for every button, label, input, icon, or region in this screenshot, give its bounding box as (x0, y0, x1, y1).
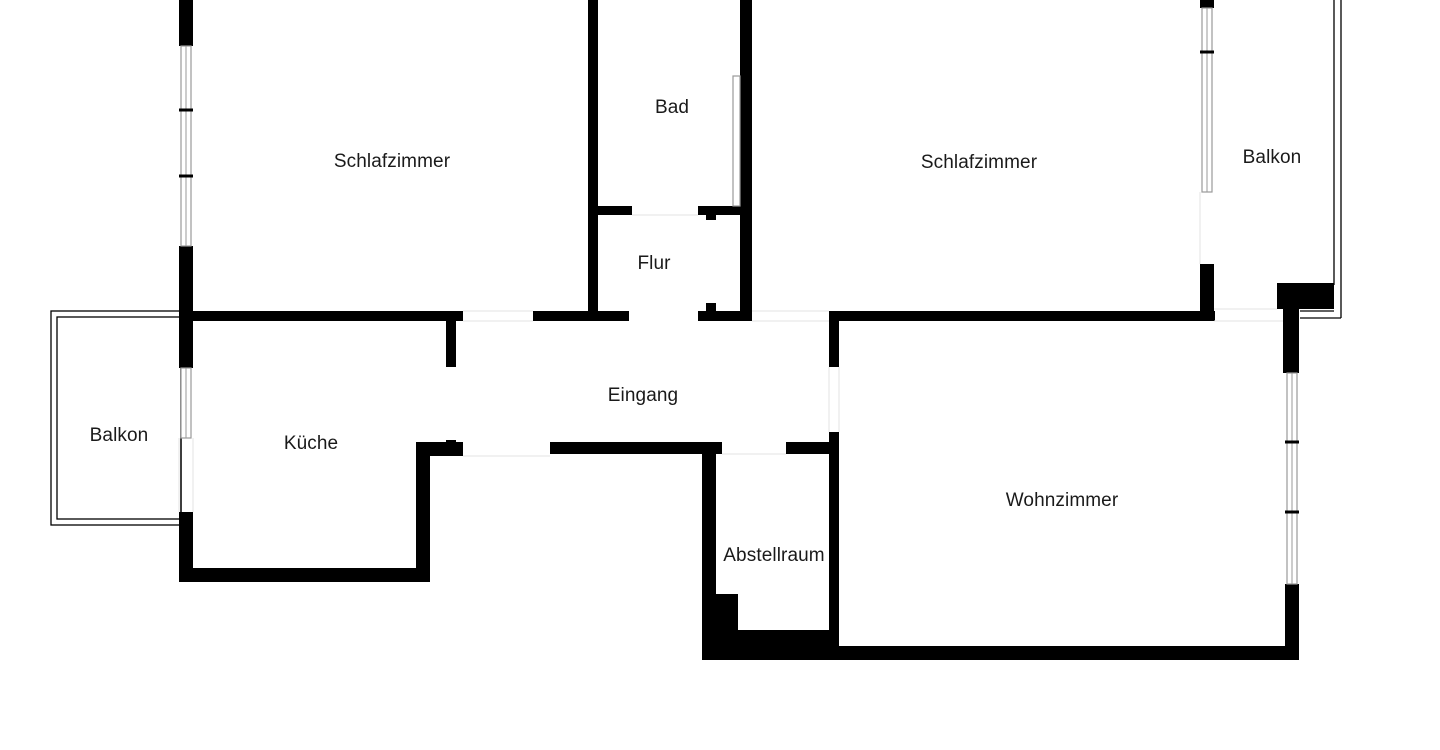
door-openings (178, 192, 1283, 512)
walls (179, 0, 1334, 660)
room-label-bad: Bad (654, 97, 690, 118)
room-label-schlafzimmer-right: Schlafzimmer (920, 152, 1038, 173)
room-label-abstellraum: Abstellraum (723, 545, 825, 566)
room-label-kueche: Küche (283, 433, 339, 454)
windows (179, 7, 1299, 585)
room-label-balkon-left: Balkon (89, 425, 149, 446)
room-label-schlafzimmer-left: Schlafzimmer (333, 151, 451, 172)
room-label-balkon-right: Balkon (1242, 147, 1302, 168)
room-label-wohnzimmer: Wohnzimmer (1005, 490, 1119, 511)
balcony-left-outline (50, 310, 182, 526)
room-label-flur: Flur (637, 253, 671, 274)
room-label-eingang: Eingang (607, 385, 679, 406)
balcony-right-outline (1300, 0, 1342, 319)
